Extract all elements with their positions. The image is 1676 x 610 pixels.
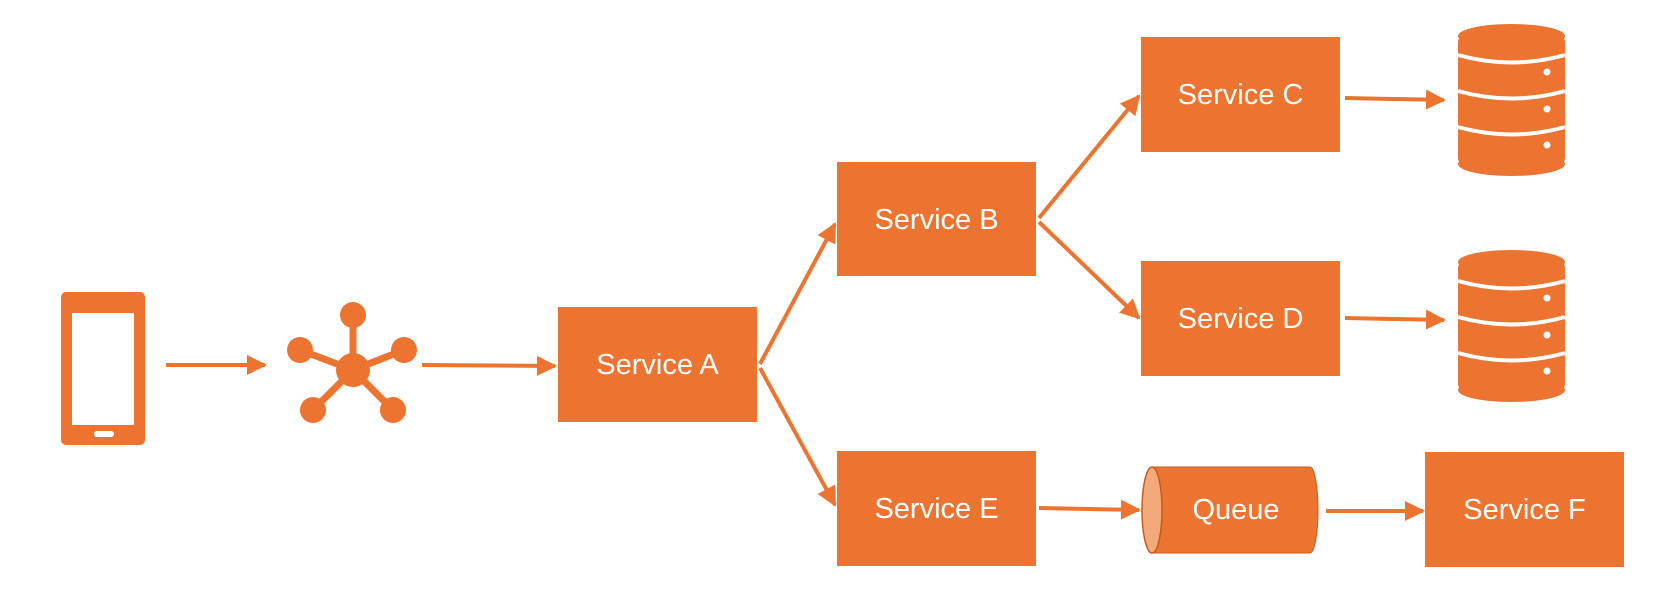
service-c-label: Service C: [1178, 79, 1304, 111]
service-a-label: Service A: [596, 349, 719, 381]
queue-label: Queue: [1192, 494, 1279, 526]
service-d-label: Service D: [1178, 303, 1304, 335]
database-icon: [1457, 24, 1566, 176]
edge-gateway-to-service-a: [421, 355, 557, 376]
service-e-label: Service E: [874, 493, 998, 525]
service-f-node: Service F: [1425, 452, 1624, 567]
service-e-node: Service E: [837, 451, 1036, 566]
edge-service-e-to-queue: [1038, 499, 1141, 520]
mobile-phone-icon: [61, 292, 145, 445]
service-b-label: Service B: [874, 204, 998, 236]
hub-network-icon: [287, 302, 417, 423]
service-d-node: Service D: [1141, 261, 1340, 376]
queue-node: Queue: [1141, 466, 1319, 554]
edges: [166, 89, 1446, 521]
edge-service-d-to-database: [1344, 309, 1446, 330]
edge-service-a-to-service-e: [758, 367, 837, 507]
service-c-node: Service C: [1141, 37, 1340, 152]
edge-service-c-to-database: [1344, 89, 1446, 110]
edge-service-b-to-service-c: [1037, 94, 1141, 220]
database-icon: [1457, 250, 1566, 402]
edge-service-a-to-service-b: [758, 222, 837, 365]
service-b-node: Service B: [837, 162, 1036, 276]
service-a-node: Service A: [558, 307, 757, 422]
service-f-label: Service F: [1463, 494, 1585, 526]
edge-service-b-to-service-d: [1037, 220, 1141, 320]
